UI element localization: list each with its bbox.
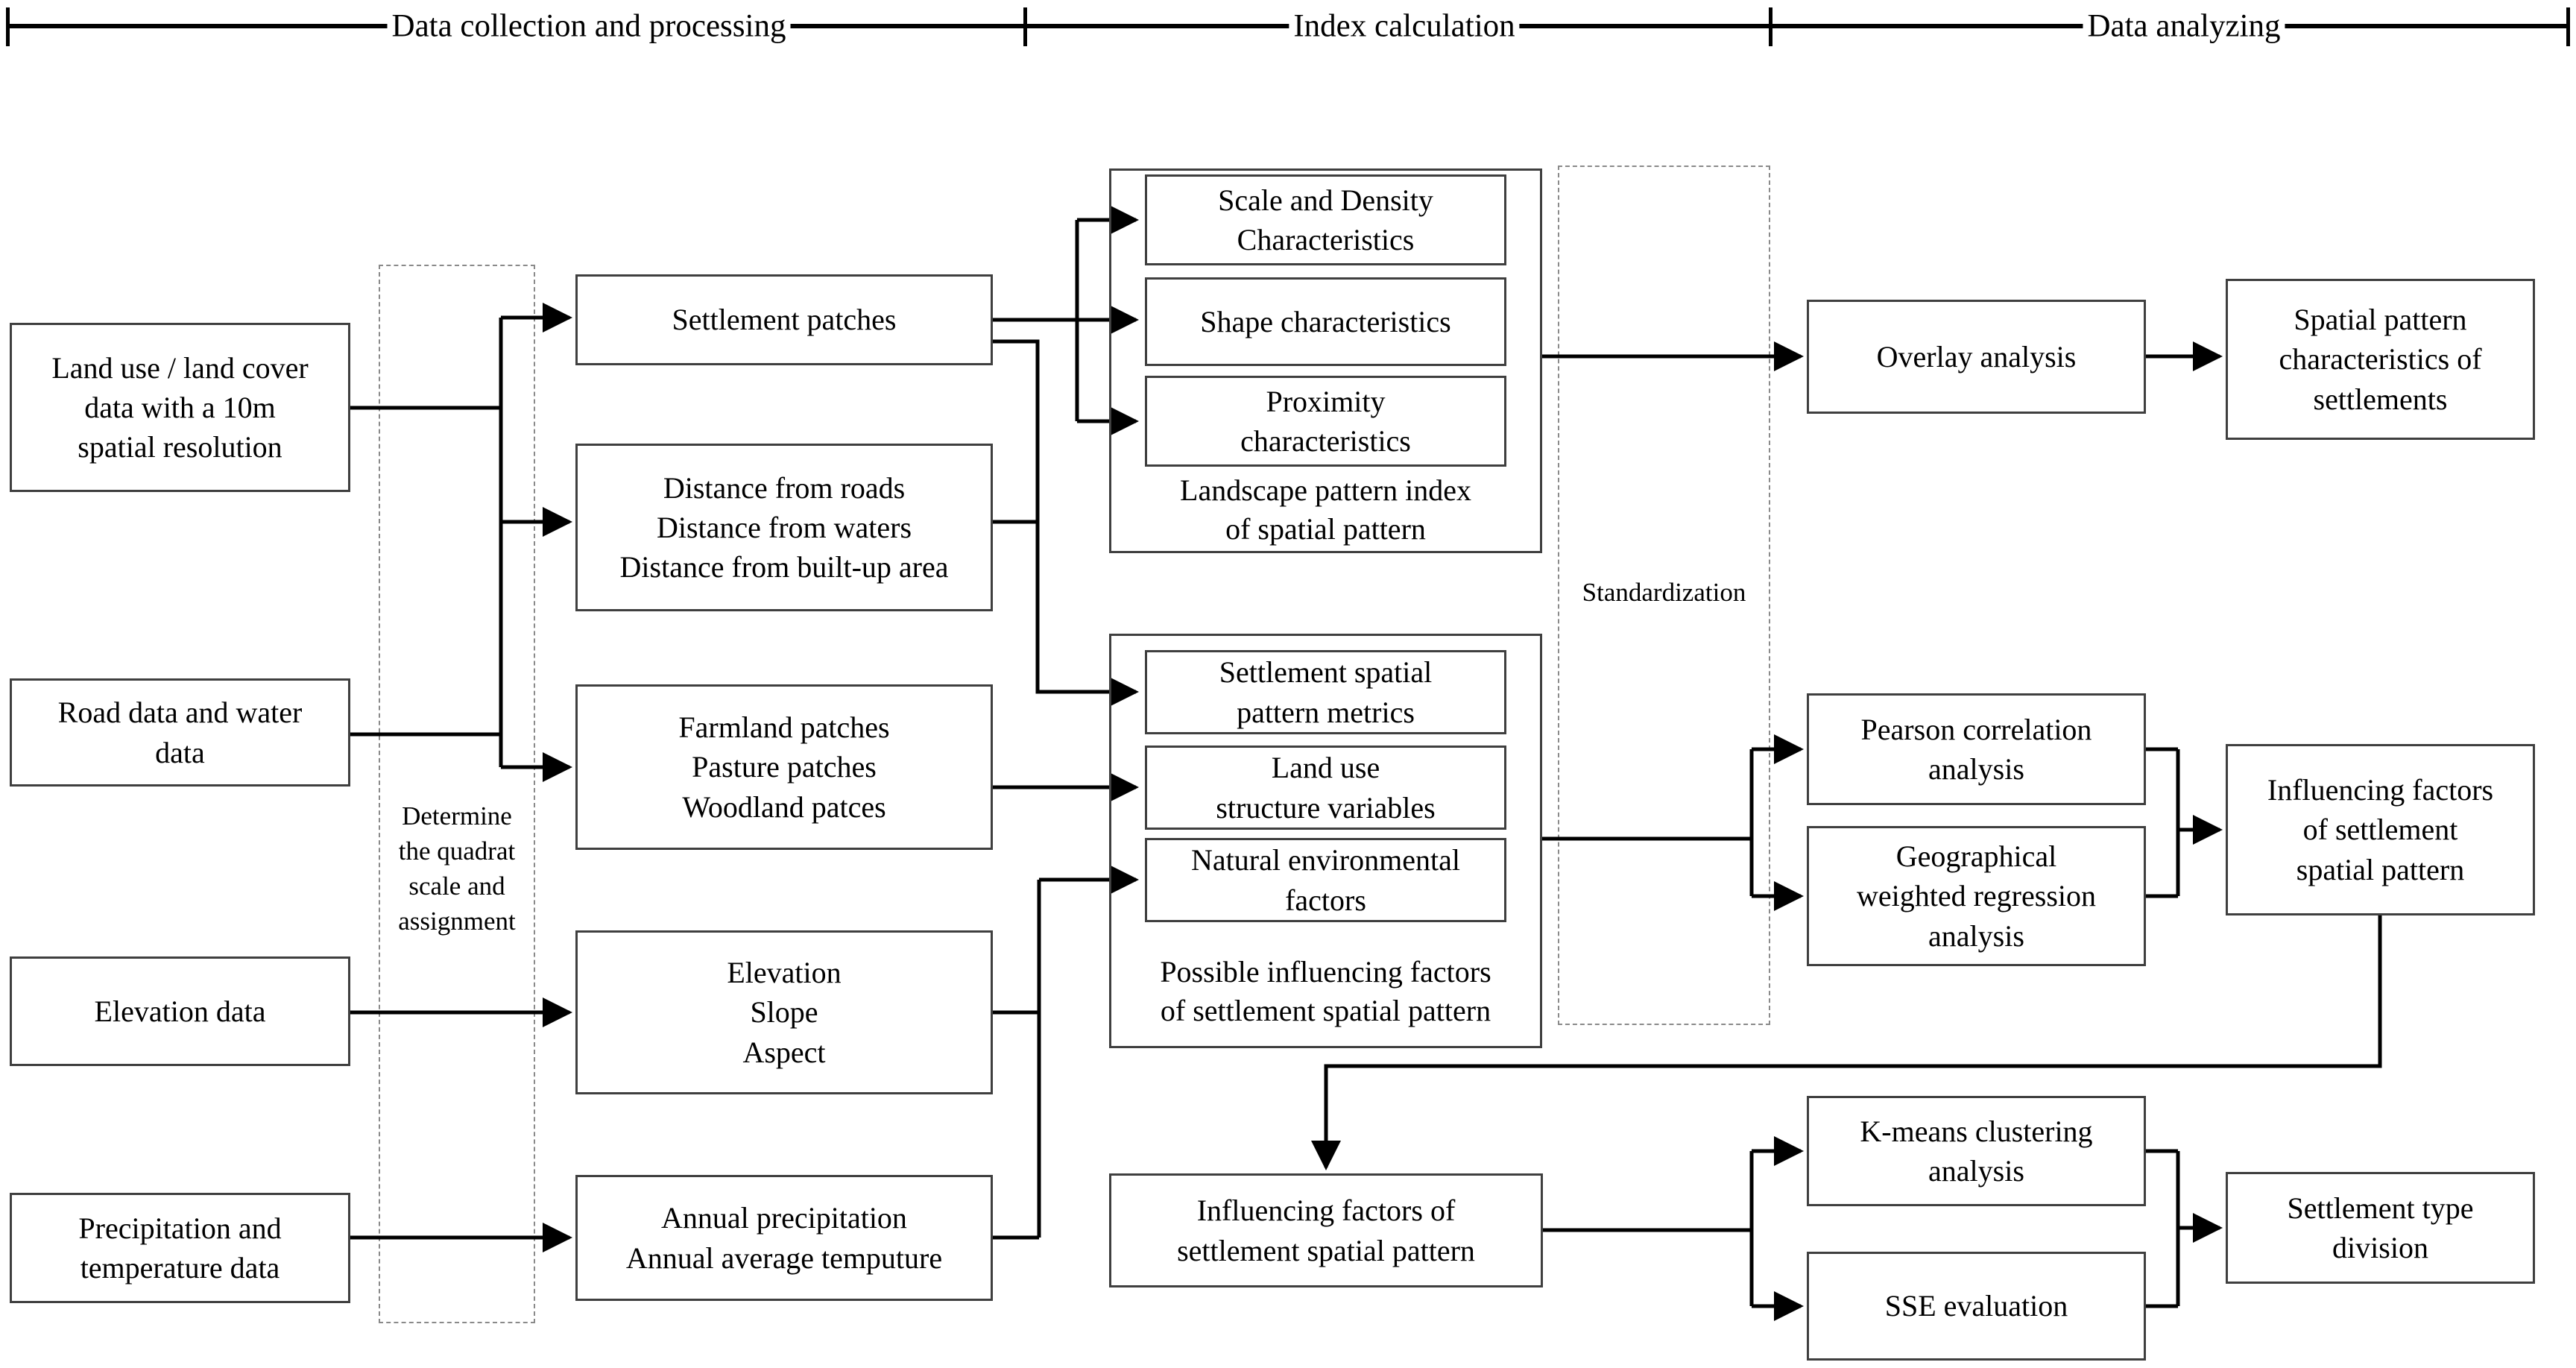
standardization-dashed-region (1558, 166, 1770, 1025)
node-pearson-correlation: Pearson correlation analysis (1807, 693, 2146, 805)
node-spatial-pattern-characteristics: Spatial pattern characteristics of settl… (2226, 279, 2535, 440)
phase-label-data-analyzing: Data analyzing (2083, 7, 2285, 45)
node-land-use-data: Land use / land cover data with a 10m sp… (10, 323, 350, 492)
ruler-tick-divider-1 (1023, 7, 1027, 46)
ruler-tick-divider-2 (1769, 7, 1772, 46)
caption-possible-influencing-factors: Possible influencing factors of settleme… (1160, 955, 1491, 1027)
node-natural-environmental-factors: Natural environmental factors (1145, 838, 1506, 922)
wire-patches-to-metrics (993, 339, 1139, 707)
node-sse-evaluation: SSE evaluation (1807, 1252, 2146, 1361)
node-settlement-type-division: Settlement type division (2226, 1172, 2535, 1284)
node-road-water-data: Road data and water data (10, 678, 350, 787)
node-scale-density: Scale and Density Characteristics (1145, 174, 1506, 265)
group-possible-influencing-factors (1109, 634, 1542, 1048)
node-overlay-analysis: Overlay analysis (1807, 300, 2146, 414)
ruler-tick-start (6, 7, 10, 46)
node-precipitation-temperature-data: Precipitation and temperature data (10, 1193, 350, 1303)
phase-label-data-collection: Data collection and processing (387, 7, 791, 45)
quadrat-annotation: Determine the quadrat scale and assignme… (398, 801, 516, 936)
node-shape-characteristics: Shape characteristics (1145, 277, 1506, 366)
phase-label-index-calculation: Index calculation (1289, 7, 1520, 45)
node-geographical-weighted-regression: Geographical weighted regression analysi… (1807, 826, 2146, 966)
node-elevation-data: Elevation data (10, 956, 350, 1066)
caption-landscape-pattern-index: Landscape pattern index of spatial patte… (1180, 473, 1471, 546)
node-annual-precip-temp: Annual precipitation Annual average temp… (575, 1175, 993, 1301)
node-elevation-slope-aspect: Elevation Slope Aspect (575, 930, 993, 1094)
node-influencing-factors: Influencing factors of settlement spatia… (2226, 744, 2535, 915)
node-land-use-structure-variables: Land use structure variables (1145, 746, 1506, 830)
node-bottom-influencing-factors: Influencing factors of settlement spatia… (1109, 1173, 1543, 1287)
node-farmland-pasture-woodland: Farmland patches Pasture patches Woodlan… (575, 684, 993, 850)
node-settlement-patches: Settlement patches (575, 274, 993, 365)
standardization-annotation: Standardization (1582, 578, 1746, 608)
ruler-line (6, 24, 2570, 28)
node-distances: Distance from roads Distance from waters… (575, 444, 993, 611)
quadrat-dashed-region (379, 265, 535, 1323)
node-kmeans-clustering: K-means clustering analysis (1807, 1096, 2146, 1206)
ruler-tick-end (2566, 7, 2570, 46)
group-landscape-pattern-index (1109, 168, 1542, 553)
node-proximity-characteristics: Proximity characteristics (1145, 376, 1506, 467)
node-settlement-pattern-metrics: Settlement spatial pattern metrics (1145, 650, 1506, 734)
wire-influencing-elbow (1311, 915, 2382, 1170)
